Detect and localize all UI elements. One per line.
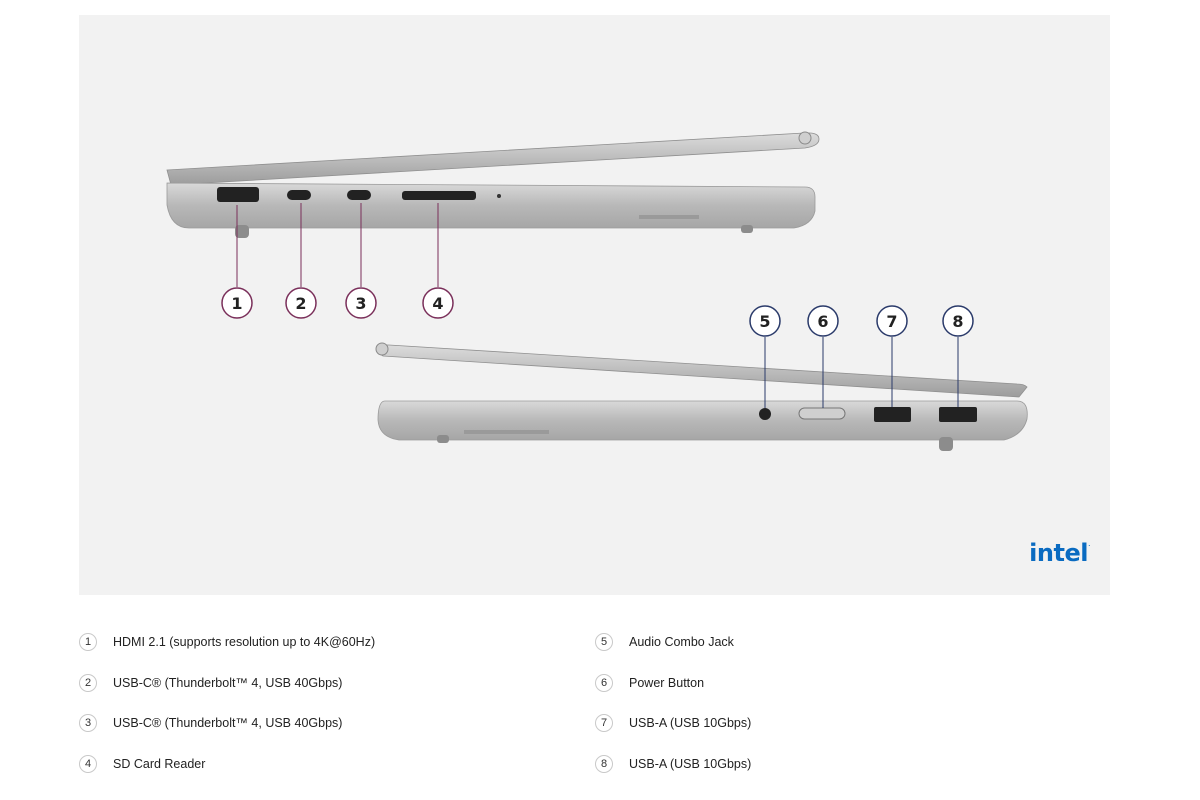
- legend-label: USB-C® (Thunderbolt™ 4, USB 40Gbps): [113, 676, 343, 690]
- legend-item: 8 USB-A (USB 10Gbps): [595, 755, 751, 773]
- callout-leaders-right: [764, 337, 959, 408]
- legend-label: Audio Combo Jack: [629, 635, 734, 649]
- usb-c-port-icon: [347, 190, 371, 200]
- callout-number: 1: [231, 294, 242, 313]
- foot: [741, 225, 753, 233]
- legend-label: USB-A (USB 10Gbps): [629, 716, 752, 730]
- laptop-right-side: 5 6 7 8: [375, 305, 1028, 451]
- callout-number: 5: [759, 312, 770, 331]
- legend-number: 7: [595, 714, 613, 732]
- usb-c-port-icon: [287, 190, 311, 200]
- legend-item: 2 USB-C® (Thunderbolt™ 4, USB 40Gbps): [79, 674, 342, 692]
- callout-number: 6: [817, 312, 828, 331]
- legend-number: 8: [595, 755, 613, 773]
- usb-a-port-icon: [939, 407, 977, 422]
- callout-number: 7: [886, 312, 897, 331]
- audio-jack-icon: [759, 408, 771, 420]
- foot: [939, 437, 953, 451]
- legend-label: Power Button: [629, 676, 705, 690]
- laptop-side-views: 1 2 3 4: [166, 131, 1028, 451]
- legend-item: 3 USB-C® (Thunderbolt™ 4, USB 40Gbps): [79, 714, 342, 732]
- callout-circles-right: [749, 305, 974, 337]
- foot: [235, 225, 249, 238]
- callout-number: 3: [355, 294, 366, 313]
- legend-label: USB-A (USB 10Gbps): [629, 757, 752, 771]
- laptop-left-side: 1 2 3 4: [166, 131, 820, 319]
- callout-number: 8: [952, 312, 963, 331]
- legend-number: 1: [79, 633, 97, 651]
- legend-number: 4: [79, 755, 97, 773]
- brand-mark: .: [1087, 539, 1091, 548]
- brand-name: intel: [1029, 539, 1088, 567]
- usb-a-port-icon: [874, 407, 911, 422]
- legend-label: USB-C® (Thunderbolt™ 4, USB 40Gbps): [113, 716, 343, 730]
- power-button-icon: [798, 407, 846, 420]
- legend-item: 5 Audio Combo Jack: [595, 633, 734, 651]
- legend-number: 5: [595, 633, 613, 651]
- foot: [437, 435, 449, 443]
- legend-label: HDMI 2.1 (supports resolution up to 4K@6…: [113, 635, 376, 649]
- legend-item: 6 Power Button: [595, 674, 704, 692]
- legend-label: SD Card Reader: [113, 757, 206, 771]
- legend-item: 4 SD Card Reader: [79, 755, 205, 773]
- legend-item: 7 USB-A (USB 10Gbps): [595, 714, 751, 732]
- legend-number: 6: [595, 674, 613, 692]
- legend-number: 3: [79, 714, 97, 732]
- sd-card-slot-icon: [402, 191, 476, 200]
- hdmi-port-icon: [217, 187, 259, 202]
- callout-circles-left: [221, 287, 454, 319]
- callout-number: 2: [295, 294, 306, 313]
- callout-leaders-left: [236, 203, 439, 287]
- product-image-area: 1 2 3 4: [79, 15, 1110, 595]
- intel-logo: intel.: [1029, 539, 1090, 567]
- callout-number: 4: [432, 294, 443, 313]
- legend-item: 1 HDMI 2.1 (supports resolution up to 4K…: [79, 633, 375, 651]
- legend-number: 2: [79, 674, 97, 692]
